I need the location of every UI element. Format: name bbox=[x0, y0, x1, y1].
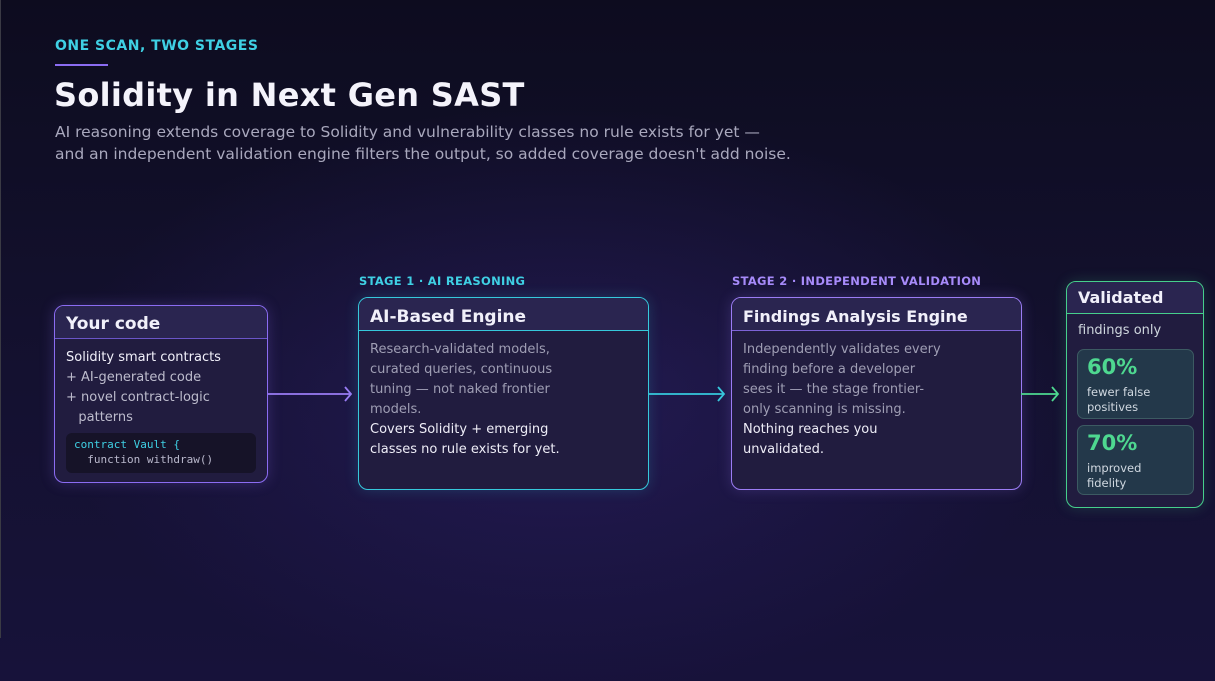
ai-engine-box: AI-Based Engine Research-validated model… bbox=[358, 297, 649, 490]
input-line: + novel contract-logic bbox=[66, 390, 210, 405]
ai-engine-line: models. bbox=[370, 402, 422, 417]
input-box-header: Your code bbox=[55, 306, 267, 339]
stage2-label: STAGE 2 · INDEPENDENT VALIDATION bbox=[732, 274, 982, 288]
ai-engine-line: curated queries, continuous bbox=[370, 362, 553, 377]
stage1-label: STAGE 1 · AI REASONING bbox=[359, 274, 526, 288]
stat-label-line: fidelity bbox=[1087, 476, 1127, 490]
stat-card-false-positives: 60% fewer false positives bbox=[1077, 349, 1194, 419]
ai-engine-title: AI-Based Engine bbox=[370, 307, 527, 327]
stat-label: improved fidelity bbox=[1087, 461, 1141, 491]
ai-engine-line: tuning — not naked frontier bbox=[370, 382, 550, 397]
validated-subtitle: findings only bbox=[1078, 323, 1162, 338]
findings-engine-box: Findings Analysis Engine Independently v… bbox=[731, 297, 1022, 490]
eyebrow-label: ONE SCAN, TWO STAGES bbox=[55, 38, 259, 54]
findings-engine-line: only scanning is missing. bbox=[743, 402, 906, 417]
right-arrow-icon bbox=[1021, 386, 1060, 402]
subtitle-line: and an independent validation engine fil… bbox=[55, 145, 791, 163]
input-box-body: Solidity smart contracts + AI-generated … bbox=[66, 348, 221, 428]
code-line: function withdraw() bbox=[74, 453, 214, 466]
right-arrow-icon bbox=[268, 386, 353, 402]
findings-engine-highlight: Nothing reaches you bbox=[743, 422, 878, 437]
stat-label-line: improved bbox=[1087, 461, 1142, 475]
ai-engine-line: Research-validated models, bbox=[370, 342, 550, 357]
input-code-box: Your code Solidity smart contracts + AI-… bbox=[54, 305, 268, 483]
findings-engine-highlight: unvalidated. bbox=[743, 442, 825, 457]
stat-label-line: positives bbox=[1087, 400, 1139, 414]
validated-header: Validated bbox=[1067, 282, 1203, 314]
page-subtitle: AI reasoning extends coverage to Solidit… bbox=[55, 121, 791, 165]
findings-engine-line: finding before a developer bbox=[743, 362, 916, 377]
subtitle-line: AI reasoning extends coverage to Solidit… bbox=[55, 123, 760, 141]
findings-engine-header: Findings Analysis Engine bbox=[732, 298, 1021, 331]
stat-value: 70% bbox=[1087, 431, 1138, 455]
frame-edge bbox=[0, 0, 1, 638]
ai-engine-highlight: Covers Solidity + emerging bbox=[370, 422, 549, 437]
findings-engine-title: Findings Analysis Engine bbox=[743, 307, 968, 326]
stat-label-line: fewer false bbox=[1087, 385, 1151, 399]
code-line: contract Vault { bbox=[74, 438, 180, 451]
findings-engine-line: sees it — the stage frontier- bbox=[743, 382, 925, 397]
ai-engine-highlight: classes no rule exists for yet. bbox=[370, 442, 560, 457]
findings-engine-body: Independently validates every finding be… bbox=[743, 340, 941, 460]
right-arrow-icon bbox=[649, 386, 726, 402]
page-title: Solidity in Next Gen SAST bbox=[54, 76, 525, 114]
stat-label: fewer false positives bbox=[1087, 385, 1150, 415]
code-snippet: contract Vault { function withdraw() bbox=[66, 433, 256, 473]
stat-value: 60% bbox=[1087, 355, 1138, 379]
ai-engine-header: AI-Based Engine bbox=[359, 298, 648, 331]
stat-card-fidelity: 70% improved fidelity bbox=[1077, 425, 1194, 495]
input-line: + AI-generated code bbox=[66, 370, 202, 385]
validated-title: Validated bbox=[1078, 288, 1164, 307]
input-line: Solidity smart contracts bbox=[66, 350, 221, 365]
input-box-title: Your code bbox=[66, 314, 161, 334]
eyebrow-underline bbox=[55, 64, 108, 66]
validated-output-box: Validated findings only 60% fewer false … bbox=[1066, 281, 1204, 508]
input-line: patterns bbox=[66, 410, 133, 425]
ai-engine-body: Research-validated models, curated queri… bbox=[370, 340, 560, 460]
findings-engine-line: Independently validates every bbox=[743, 342, 941, 357]
